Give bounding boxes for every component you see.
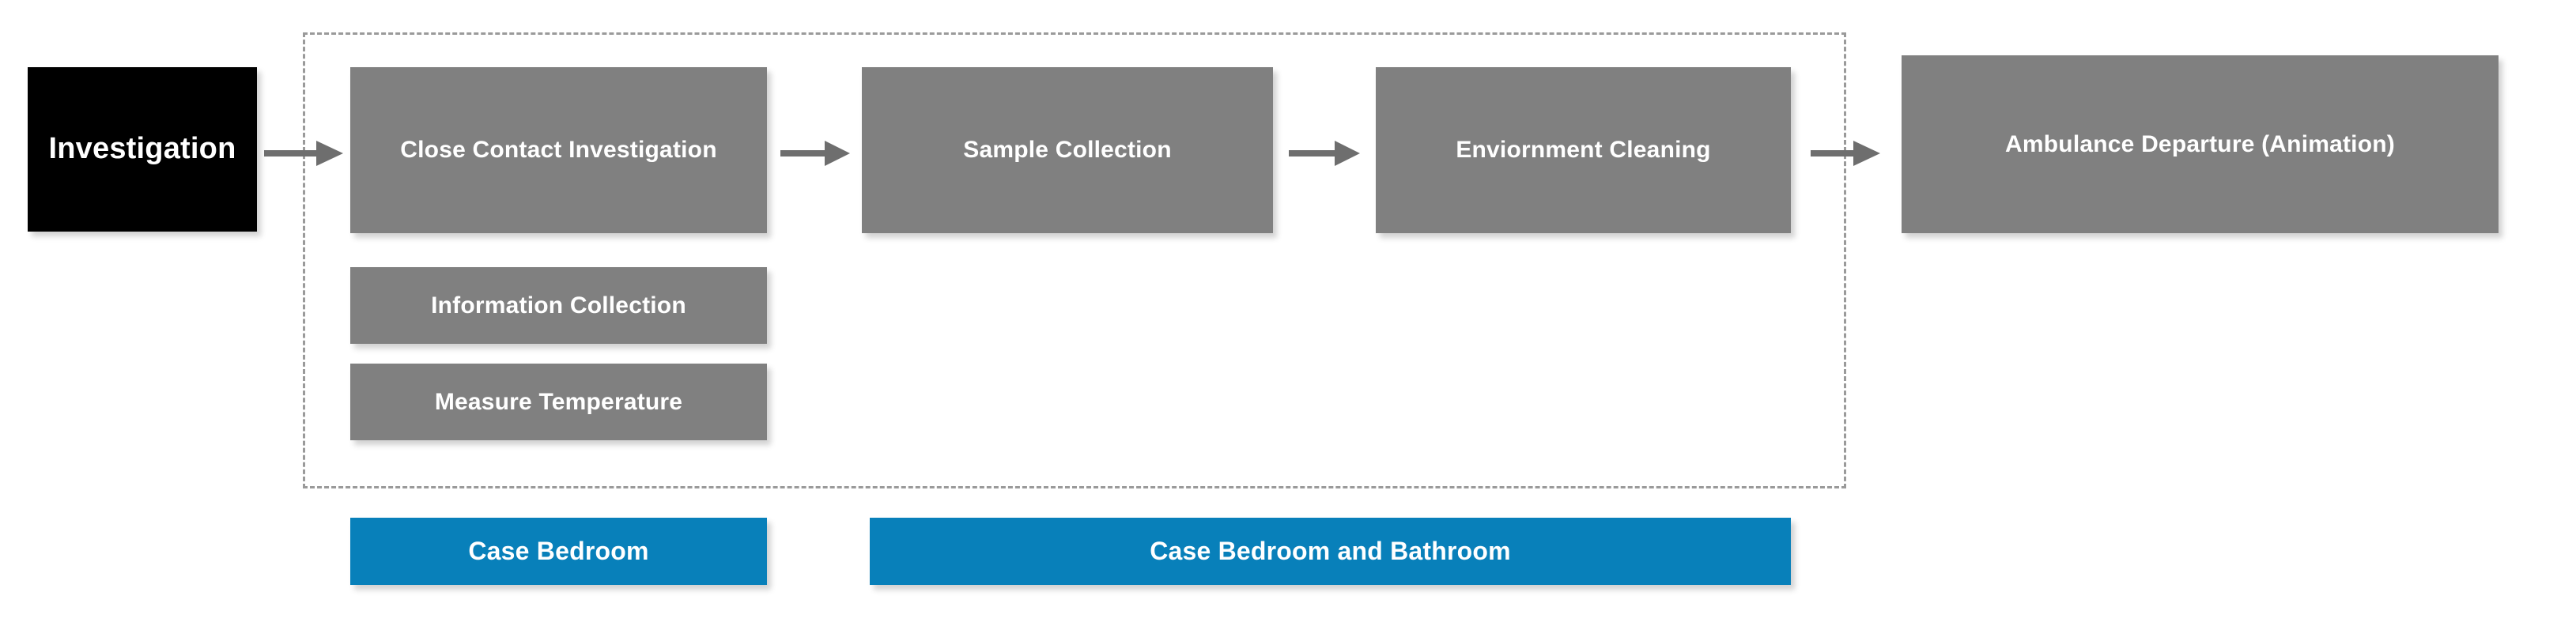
arrow-investigation-to-close-contact	[264, 136, 345, 171]
node-case-bedroom-and-bathroom-label: Case Bedroom and Bathroom	[1150, 537, 1511, 566]
node-information-collection-label: Information Collection	[431, 292, 686, 319]
node-investigation[interactable]: Investigation	[28, 67, 257, 232]
node-close-contact-investigation-label: Close Contact Investigation	[400, 137, 717, 163]
dashed-scope-boundary	[303, 32, 1846, 488]
node-case-bedroom-label: Case Bedroom	[468, 537, 649, 566]
node-information-collection[interactable]: Information Collection	[350, 267, 767, 344]
arrow-environment-to-ambulance	[1811, 136, 1883, 171]
arrow-sample-to-environment	[1289, 136, 1362, 171]
arrow-close-contact-to-sample	[780, 136, 852, 171]
node-case-bedroom[interactable]: Case Bedroom	[350, 518, 767, 585]
node-environment-cleaning[interactable]: Enviornment Cleaning	[1376, 67, 1791, 233]
node-ambulance-departure-label: Ambulance Departure (Animation)	[2005, 130, 2395, 157]
node-close-contact-investigation[interactable]: Close Contact Investigation	[350, 67, 767, 233]
node-investigation-label: Investigation	[48, 132, 236, 166]
node-measure-temperature-label: Measure Temperature	[434, 388, 683, 415]
node-case-bedroom-and-bathroom[interactable]: Case Bedroom and Bathroom	[870, 518, 1791, 585]
node-sample-collection[interactable]: Sample Collection	[862, 67, 1273, 233]
node-environment-cleaning-label: Enviornment Cleaning	[1456, 137, 1711, 163]
node-ambulance-departure[interactable]: Ambulance Departure (Animation)	[1902, 55, 2499, 233]
node-measure-temperature[interactable]: Measure Temperature	[350, 364, 767, 440]
node-sample-collection-label: Sample Collection	[963, 137, 1172, 163]
